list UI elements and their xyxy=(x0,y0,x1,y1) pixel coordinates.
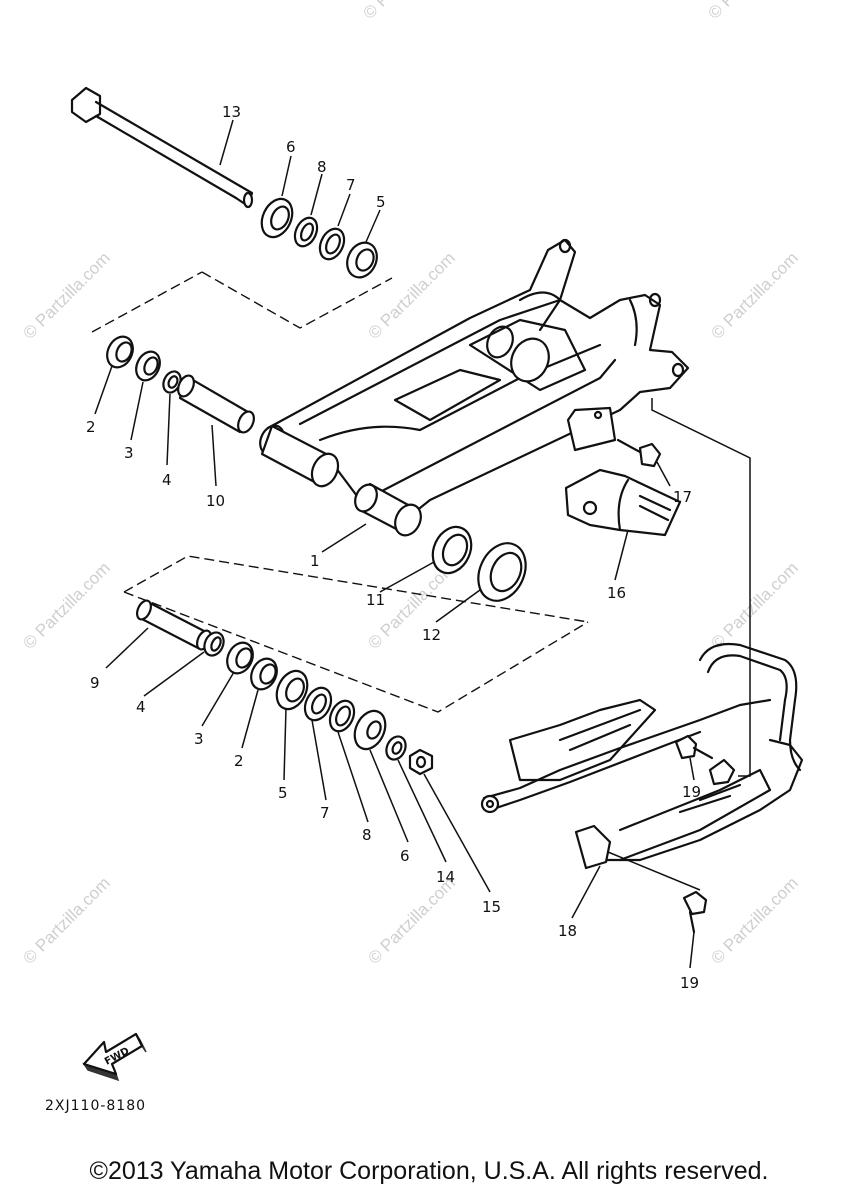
foot-guard xyxy=(480,642,804,870)
chain-guide xyxy=(564,468,682,537)
watermark: © Partzilla.com xyxy=(364,248,458,342)
leader-lines xyxy=(94,119,695,969)
callout-10: 10 xyxy=(206,492,225,510)
callout-19a: 19 xyxy=(682,783,701,801)
watermark: © Partzilla.com xyxy=(19,558,113,652)
callout-12: 12 xyxy=(422,626,441,644)
callout-16: 16 xyxy=(607,584,626,602)
callout-1: 1 xyxy=(310,552,320,570)
callout-2b: 2 xyxy=(234,752,244,770)
diagram-code: 2XJ110-8180 xyxy=(45,1098,147,1114)
callout-18: 18 xyxy=(558,922,577,940)
callout-2: 2 xyxy=(86,418,96,436)
lower-assembly-outline xyxy=(123,555,589,713)
watermark: © Partzilla.com xyxy=(707,558,801,652)
callout-14: 14 xyxy=(436,868,455,886)
callout-3b: 3 xyxy=(194,730,204,748)
watermark: © Partzilla.com xyxy=(707,248,801,342)
watermark: © Partzilla.com xyxy=(19,248,113,342)
swingarm xyxy=(259,238,690,537)
callout-4b: 4 xyxy=(136,698,146,716)
guide-line-lower xyxy=(607,851,701,891)
upper-assembly-outline xyxy=(91,271,393,333)
callout-4: 4 xyxy=(162,471,172,489)
callout-15: 15 xyxy=(482,898,501,916)
lower-spacer-set xyxy=(136,599,434,776)
forward-arrow-icon: FWD xyxy=(82,1032,147,1082)
callout-3: 3 xyxy=(124,444,134,462)
watermark: © Partzilla.com xyxy=(364,873,458,967)
bolt-17 xyxy=(616,438,662,468)
callout-11: 11 xyxy=(366,591,385,609)
copyright-notice: ©2013 Yamaha Motor Corporation, U.S.A. A… xyxy=(89,1157,769,1185)
callout-5b: 5 xyxy=(278,784,288,802)
callout-8: 8 xyxy=(317,158,327,176)
pivot-shaft-bolt xyxy=(70,86,254,209)
callout-7b: 7 xyxy=(320,804,330,822)
callout-17: 17 xyxy=(673,488,692,506)
watermark: © Partzilla.com xyxy=(19,873,113,967)
upper-bearing-set xyxy=(106,335,255,434)
callout-13: 13 xyxy=(222,103,241,121)
watermark: © Partzilla.com xyxy=(707,873,801,967)
callout-19b: 19 xyxy=(680,974,699,992)
callout-labels: 13 6 8 7 5 2 3 4 10 1 11 12 16 17 9 4 3 … xyxy=(86,103,701,992)
callout-7: 7 xyxy=(346,176,356,194)
callout-6b: 6 xyxy=(400,847,410,865)
callout-9: 9 xyxy=(90,674,100,692)
watermark: © Partzilla.com xyxy=(704,0,798,23)
guide-line-rear xyxy=(651,398,751,777)
watermark: © Partzilla.com xyxy=(359,0,453,23)
callout-5: 5 xyxy=(376,193,386,211)
seal-set xyxy=(431,525,527,602)
callout-8b: 8 xyxy=(362,826,372,844)
upper-spacer-set xyxy=(260,197,378,279)
callout-6: 6 xyxy=(286,138,296,156)
bolts-19 xyxy=(674,734,714,934)
